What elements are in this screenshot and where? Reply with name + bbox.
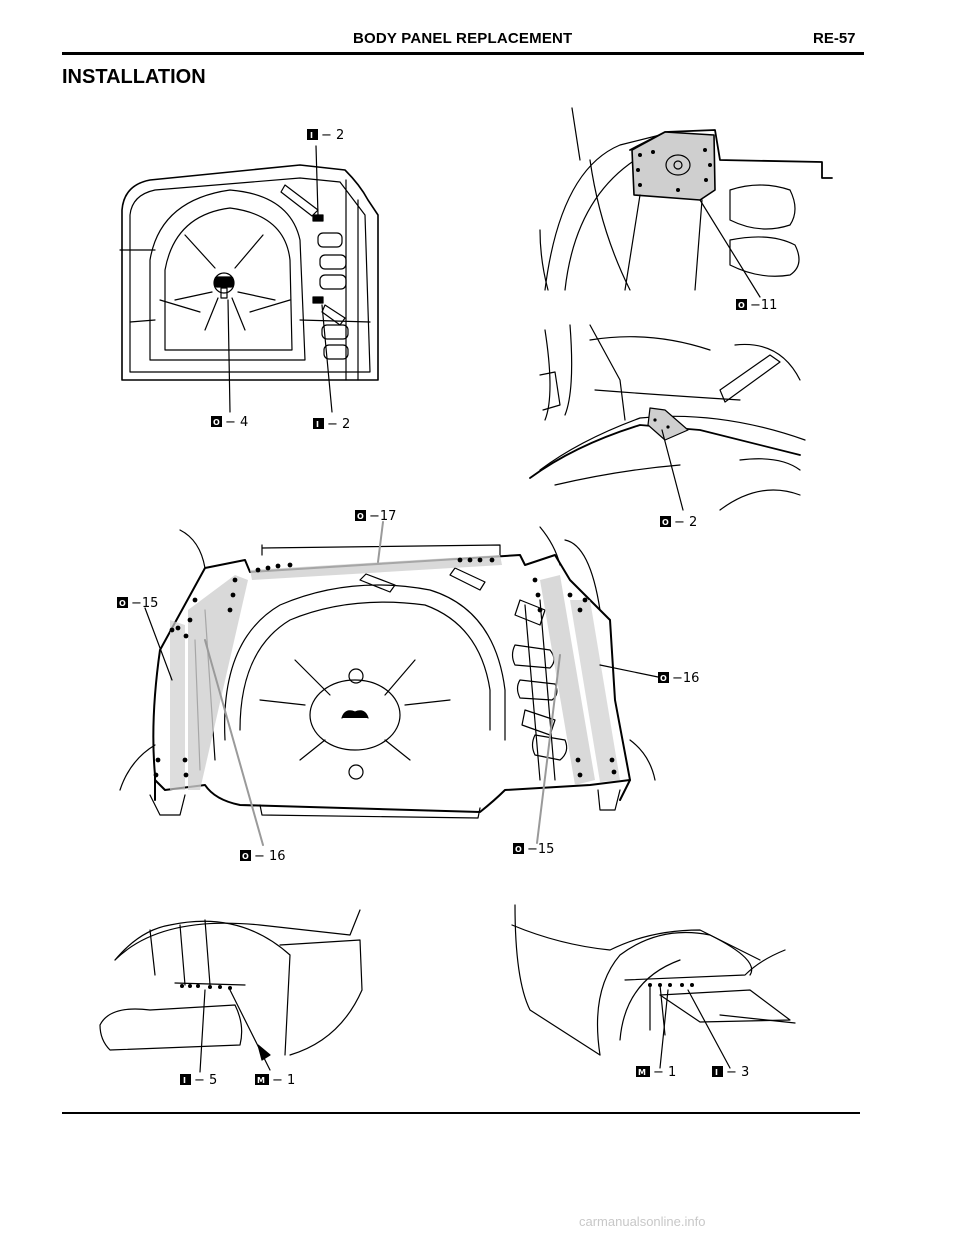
callout-value: − 2	[674, 515, 697, 530]
callout-type: O	[738, 301, 745, 310]
callout-symbols	[117, 129, 747, 1085]
right-wheelhouse-detail	[511, 904, 796, 1069]
callout-value: − 1	[653, 1065, 676, 1080]
spot-weld-symbol-icon	[658, 672, 669, 683]
callout-value: − 4	[225, 415, 248, 430]
footer-divider	[62, 1112, 860, 1114]
spot-weld-symbol-icon	[255, 1074, 269, 1085]
callout-value: −15	[131, 596, 158, 611]
spot-weld-symbol-icon	[307, 129, 318, 140]
callout-type: I	[715, 1068, 718, 1077]
callout-type: O	[119, 599, 126, 608]
floor-joint-detail	[529, 324, 806, 511]
spot-weld-symbol-icon	[636, 1066, 650, 1077]
spot-weld-symbol-icon	[180, 1074, 191, 1085]
callout-value: −15	[527, 842, 554, 857]
spot-weld-symbol-icon	[240, 850, 251, 861]
spot-weld-symbol-icon	[513, 843, 524, 854]
callout-value: − 16	[254, 849, 286, 864]
spot-weld-symbol-icon	[660, 516, 671, 527]
upper-right-corner-detail	[539, 107, 833, 298]
callout-value: −16	[672, 671, 699, 686]
rear-floor-top-view	[119, 145, 379, 413]
callout-type: I	[183, 1076, 186, 1085]
spot-weld-symbol-icon	[211, 416, 222, 427]
callout-type: O	[515, 845, 522, 854]
page-header-title: BODY PANEL REPLACEMENT	[353, 30, 573, 47]
callout-type: O	[357, 512, 364, 521]
callout-type: O	[660, 674, 667, 683]
callout-value: − 2	[321, 128, 344, 143]
callout-type: O	[242, 852, 249, 861]
spot-weld-symbol-icon	[712, 1066, 723, 1077]
callout-value: −17	[369, 509, 396, 524]
callout-value: − 1	[272, 1073, 295, 1088]
watermark: carmanualsonline.info	[579, 1214, 706, 1229]
page-number: RE-57	[813, 30, 856, 47]
callout-value: − 3	[726, 1065, 749, 1080]
spot-weld-symbol-icon	[355, 510, 366, 521]
callout-value: −11	[750, 298, 777, 313]
callout-value: − 2	[327, 417, 350, 432]
rear-floor-assembly-view	[119, 521, 659, 846]
callout-type: M	[257, 1076, 265, 1085]
callout-value: − 5	[194, 1073, 217, 1088]
callout-type: O	[662, 518, 669, 527]
spot-weld-symbol-icon	[117, 597, 128, 608]
spot-weld-symbol-icon	[736, 299, 747, 310]
callout-type: I	[310, 131, 313, 140]
header-divider	[62, 52, 864, 55]
spot-weld-symbol-icon	[313, 418, 324, 429]
callout-type: M	[638, 1068, 646, 1077]
callout-type: I	[316, 420, 319, 429]
left-wheelhouse-detail	[99, 909, 363, 1073]
callout-type: O	[213, 418, 220, 427]
section-title: INSTALLATION	[62, 66, 206, 88]
